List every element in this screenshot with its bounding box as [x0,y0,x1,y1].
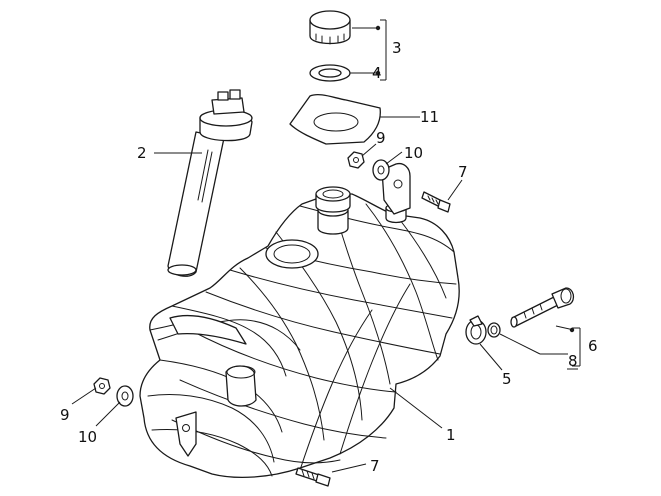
callout-3: 3 [392,39,402,57]
fuel-pump-sender [167,89,253,277]
filler-cap [309,10,351,45]
callout-5: 5 [502,370,512,388]
bolt-upper [421,191,451,213]
nut-lower [93,377,111,395]
callout-10-lower: 10 [78,428,97,446]
callout-9-lower: 9 [60,406,70,424]
nut-upper [347,151,365,169]
callout-11: 11 [420,108,439,126]
callout-7-lower: 7 [370,457,380,475]
washer-upper [372,159,390,181]
callout-7-upper: 7 [458,163,468,181]
fuel-tank [139,162,460,479]
o-ring [487,322,501,338]
callout-6: 6 [588,337,598,355]
callout-10-upper: 10 [404,144,423,162]
callout-4: 4 [372,64,382,82]
callout-8: 8 [568,352,578,370]
callout-labels: 3 4 11 2 9 10 7 6 8 5 1 9 10 7 [60,39,598,475]
washer-lower [116,385,134,407]
callout-9-upper: 9 [376,129,386,147]
fuel-fitting [510,287,575,328]
callout-2: 2 [137,144,147,162]
leader-lines [71,19,581,473]
filler-plate [289,94,381,145]
bolt-lower [295,467,331,487]
hose-clamp [465,315,487,345]
cap-gasket [309,64,351,82]
callout-1: 1 [446,426,456,444]
